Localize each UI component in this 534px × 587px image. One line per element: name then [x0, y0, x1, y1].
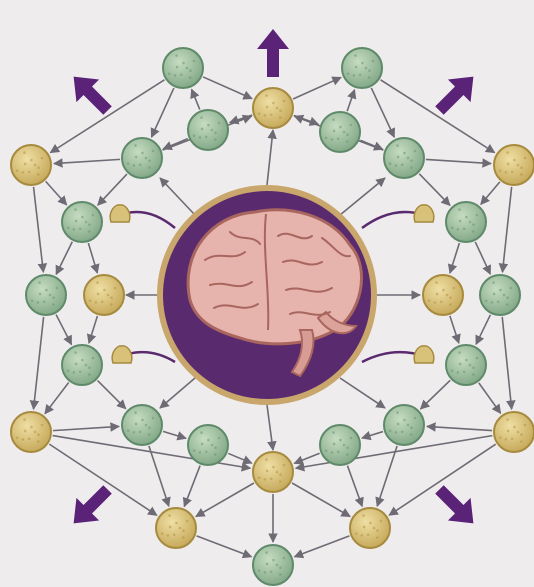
edge-arrow — [419, 174, 450, 206]
edge-arrow — [294, 536, 349, 557]
edge-arrow — [98, 381, 126, 409]
cap-icon-lower-right — [414, 346, 434, 363]
direction-arrow-down-left — [62, 478, 119, 535]
direction-arrow-up — [257, 29, 289, 77]
green-node — [253, 545, 293, 585]
green-node — [342, 48, 382, 88]
edge-arrow — [54, 159, 120, 163]
edge-arrow — [427, 426, 492, 430]
gold-node — [350, 508, 390, 548]
edge-arrow — [426, 159, 491, 163]
hub-spoke-arrow — [340, 378, 385, 408]
edge-arrow — [450, 243, 459, 273]
edge-arrow — [476, 315, 490, 345]
hub-spoke-arrow — [267, 405, 273, 450]
green-node — [122, 138, 162, 178]
edge-arrow — [347, 90, 354, 111]
edge-arrow — [502, 187, 511, 272]
edge-arrow — [34, 317, 44, 409]
hub-spoke-arrow — [160, 378, 195, 408]
edge-arrow — [294, 453, 319, 463]
edge-arrow — [53, 426, 119, 430]
cap-icon-upper-left — [110, 205, 130, 222]
cap-icon-lower-left — [112, 346, 132, 363]
green-node — [384, 138, 424, 178]
edge-arrow — [362, 432, 383, 439]
green-node — [320, 112, 360, 152]
gold-node — [494, 145, 534, 185]
edge-arrow — [228, 453, 251, 463]
green-node — [26, 275, 66, 315]
edge-arrow — [421, 380, 451, 409]
green-node — [163, 48, 203, 88]
green-node — [446, 202, 486, 242]
edge-arrow — [192, 89, 200, 109]
edge-arrow — [45, 383, 69, 414]
green-node — [384, 405, 424, 445]
direction-arrow-up-left — [62, 65, 119, 122]
edge-arrow — [98, 174, 127, 205]
gold-node — [253, 452, 293, 492]
brain-hub — [157, 185, 377, 405]
edge-arrow — [163, 431, 186, 438]
edge-arrow — [389, 444, 496, 515]
gold-node — [11, 145, 51, 185]
green-node — [62, 202, 102, 242]
edge-arrow — [49, 444, 156, 515]
edge-arrow — [479, 383, 501, 413]
green-node — [188, 425, 228, 465]
edge-arrow — [347, 466, 362, 507]
gold-node — [156, 508, 196, 548]
edge-arrow — [152, 88, 174, 137]
edge-arrow — [450, 316, 459, 343]
edge-arrow — [203, 77, 252, 99]
edge-arrow — [292, 483, 350, 517]
green-node — [122, 405, 162, 445]
gold-node — [84, 275, 124, 315]
edge-arrow — [197, 536, 252, 557]
hub-spoke-arrow — [340, 178, 385, 215]
edge-arrow — [34, 187, 44, 272]
gold-node — [253, 88, 293, 128]
edge-arrow — [371, 88, 394, 137]
edge-arrow — [163, 139, 188, 149]
edge-arrow — [184, 466, 200, 507]
gold-node — [494, 412, 534, 452]
direction-arrow-down-right — [428, 478, 485, 535]
edge-arrow — [230, 115, 252, 123]
edge-arrow — [481, 182, 500, 205]
edge-arrow — [502, 317, 511, 409]
edge-arrow — [56, 315, 71, 345]
edge-arrow — [293, 77, 341, 99]
edge-arrow — [46, 181, 67, 204]
edge-arrow — [89, 316, 98, 343]
edge-arrow — [196, 483, 254, 517]
green-node — [62, 345, 102, 385]
green-node — [188, 110, 228, 150]
hub-spoke-arrow — [160, 178, 195, 215]
edge-arrow — [88, 243, 97, 273]
direction-arrow-up-right — [428, 65, 485, 122]
gold-node — [11, 412, 51, 452]
edge-arrow — [475, 242, 490, 274]
edge-arrow — [56, 242, 72, 275]
green-node — [480, 275, 520, 315]
gold-node — [423, 275, 463, 315]
green-node — [446, 345, 486, 385]
cap-icon-upper-right — [414, 205, 434, 222]
green-node — [320, 425, 360, 465]
hub-spoke-arrow — [267, 130, 273, 185]
